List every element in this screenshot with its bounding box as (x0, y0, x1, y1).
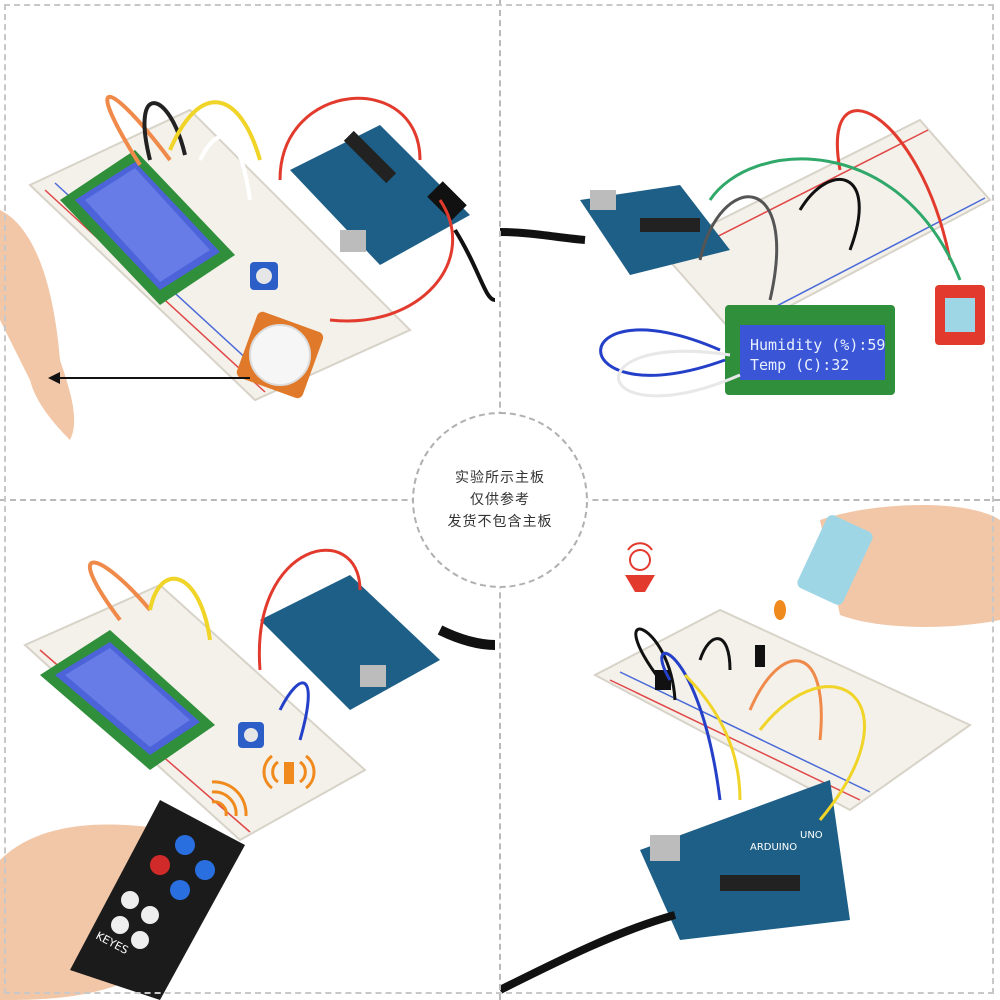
jumper-wire (758, 685, 866, 821)
jumper-wire (634, 627, 677, 701)
jumper-wire (198, 134, 252, 201)
disclaimer-badge: 实验所示主板 仅供参考 发货不包含主板 (412, 412, 588, 588)
usb-port (650, 835, 680, 861)
power-jack (427, 181, 467, 221)
remote-button (121, 891, 139, 909)
board-logo-text: ARDUINO (750, 842, 797, 853)
pir-lcd-scene (0, 94, 496, 440)
arduino-board (640, 780, 850, 940)
dht-lcd-scene: Humidity (%):59 Temp (C):32 (500, 109, 992, 398)
ir-signal-icon (262, 754, 316, 790)
lcd-glare (65, 648, 190, 747)
jumper-wire (329, 199, 454, 323)
lcd-line-2: Temp (C):32 (750, 356, 849, 374)
ir-waves-icon (211, 780, 248, 817)
remote-button (175, 835, 195, 855)
lcd-screen (740, 325, 885, 380)
remote-button (111, 916, 129, 934)
power-cable (453, 228, 496, 302)
remote-button (195, 860, 215, 880)
panel-dht-lcd: Humidity (%):59 Temp (C):32 (500, 0, 1000, 500)
flame-sensor (755, 645, 765, 667)
jumper-wire (698, 195, 779, 301)
remote-button (141, 906, 159, 924)
remote-button (170, 880, 190, 900)
alarm-speaker-icon (625, 542, 655, 592)
usb-port (590, 190, 616, 210)
jumper-wire (660, 651, 722, 801)
flame (774, 600, 786, 620)
atmega-chip (343, 130, 397, 184)
breadboard-rail (609, 679, 861, 801)
potentiometer-knob (256, 268, 272, 284)
lighter (797, 515, 873, 605)
jumper-wire (708, 157, 962, 281)
ir-remote (70, 800, 245, 1000)
remote-button (150, 855, 170, 875)
jumper-wire (257, 548, 362, 671)
breadboard-rail (619, 671, 871, 793)
jumper-wire (683, 673, 742, 801)
jumper-wire (599, 328, 726, 377)
arduino-board (260, 575, 440, 710)
usb-port (340, 230, 366, 252)
jumper-wire (148, 576, 212, 641)
remote-button (131, 931, 149, 949)
jumper-wire (278, 681, 310, 741)
atmega-chip (640, 218, 700, 232)
jumper-wire (748, 659, 823, 741)
jumper-wire (168, 100, 262, 161)
breadboard-rail (739, 197, 986, 326)
ir-remote-scene: KEYES (0, 548, 496, 1000)
jumper-wire (698, 637, 732, 671)
disclaimer-line-3: 发货不包含主板 (447, 514, 553, 530)
power-cable (437, 625, 496, 650)
lcd-line-1: Humidity (%):59 (750, 336, 885, 354)
jumper-wire (278, 96, 422, 181)
disclaimer-line-1: 实验所示主板 (455, 470, 545, 486)
jumper-wire (798, 178, 861, 251)
flame-sensor-scene: ARDUINO UNO (500, 505, 1000, 994)
power-cable (500, 911, 677, 994)
panel-pir-lcd (0, 0, 500, 500)
panel-ir-remote: KEYES (0, 500, 500, 1000)
hand (0, 210, 75, 440)
jumper-wire (617, 349, 741, 398)
pir-dome (249, 324, 311, 386)
panel-flame-sensor: ARDUINO UNO (500, 500, 1000, 1000)
jumper-wire (105, 94, 172, 167)
potentiometer-knob (244, 728, 258, 742)
atmega-chip (720, 875, 800, 891)
board-model-text: UNO (800, 830, 823, 841)
power-cable (500, 228, 586, 244)
lcd-glare (85, 168, 210, 282)
arduino-board (290, 125, 470, 265)
usb-port (360, 665, 386, 687)
disclaimer-line-2: 仅供参考 (470, 492, 530, 508)
breadboard (592, 608, 972, 812)
jumper-wire (88, 560, 152, 622)
dht11-sensor (945, 298, 975, 332)
arrow-head-icon (48, 372, 60, 384)
jumper-wire (835, 109, 952, 261)
